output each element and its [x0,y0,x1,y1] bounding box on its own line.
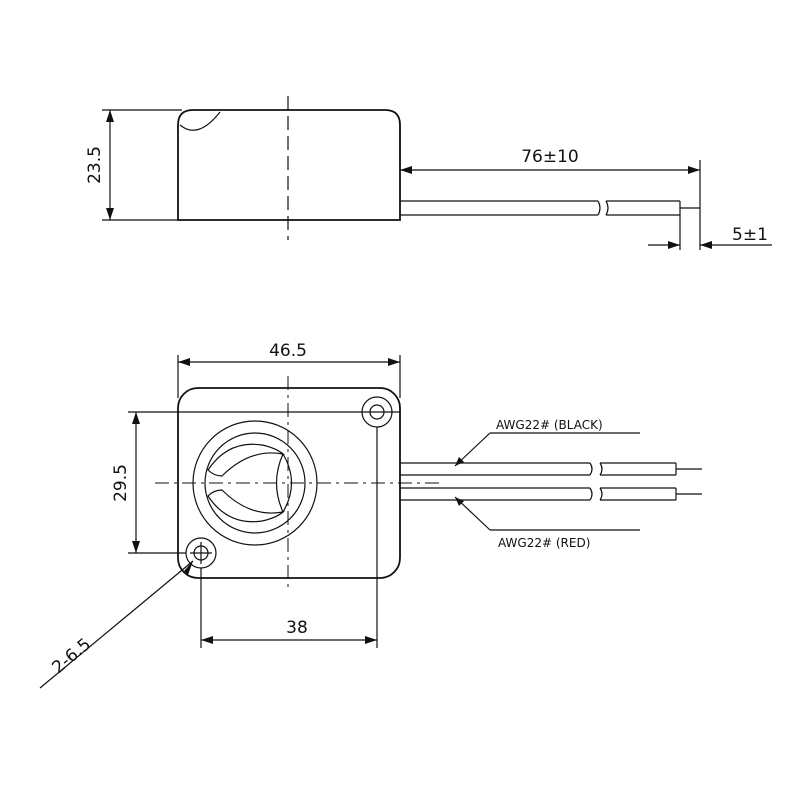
hole-v-arrow-bottom [132,541,140,553]
sensor-petal-right [275,452,292,514]
side-view-cable-break-right [605,200,609,216]
hole-diameter-leader [39,560,194,689]
width-arrow-right [388,358,400,366]
hole-diameter-label: 2-6.5 [49,634,96,678]
hole-vertical-spacing-label: 29.5 [111,464,131,502]
hole-diameter-arrow [184,561,193,575]
height-arrow-top [106,110,114,122]
wire-red-label: AWG22# (RED) [498,536,590,550]
sensor-outer-ring [192,420,318,546]
side-view-body [177,109,401,221]
side-view: 23.5 76±10 5±1 [85,96,772,250]
cable-arrow-left [400,166,412,174]
sensor-petal-bottom [207,489,286,523]
wire-black-leader-arrow [455,457,464,466]
width-dim-label: 46.5 [269,341,307,361]
cable-arrow-right [688,166,700,174]
side-view-cap-arc [179,111,221,131]
wire-black-label: AWG22# (BLACK) [496,418,603,432]
wire-black-break-right [599,462,603,476]
strip-arrow-right [700,241,712,249]
sensor-petal-top [207,443,286,477]
wire-red-break-right [599,487,603,501]
hole-v-arrow-top [132,412,140,424]
cable-length-label: 76±10 [521,147,579,167]
hole-h-arrow-left [201,636,213,644]
strip-length-label: 5±1 [732,225,768,245]
hole-horizontal-spacing-label: 38 [286,618,308,638]
strip-arrow-left [668,241,680,249]
wire-black-break-left [589,462,593,476]
height-dim-label: 23.5 [85,146,105,184]
hole-h-arrow-right [365,636,377,644]
top-view: AWG22# (BLACK) AWG22# (RED) 46.5 29.5 38… [39,341,702,689]
sensor-inner-ring [204,432,306,534]
side-view-cable-break-left [597,200,601,216]
height-arrow-bottom [106,208,114,220]
wire-red-break-left [589,487,593,501]
width-arrow-left [178,358,190,366]
wire-red-leader-arrow [455,497,464,506]
